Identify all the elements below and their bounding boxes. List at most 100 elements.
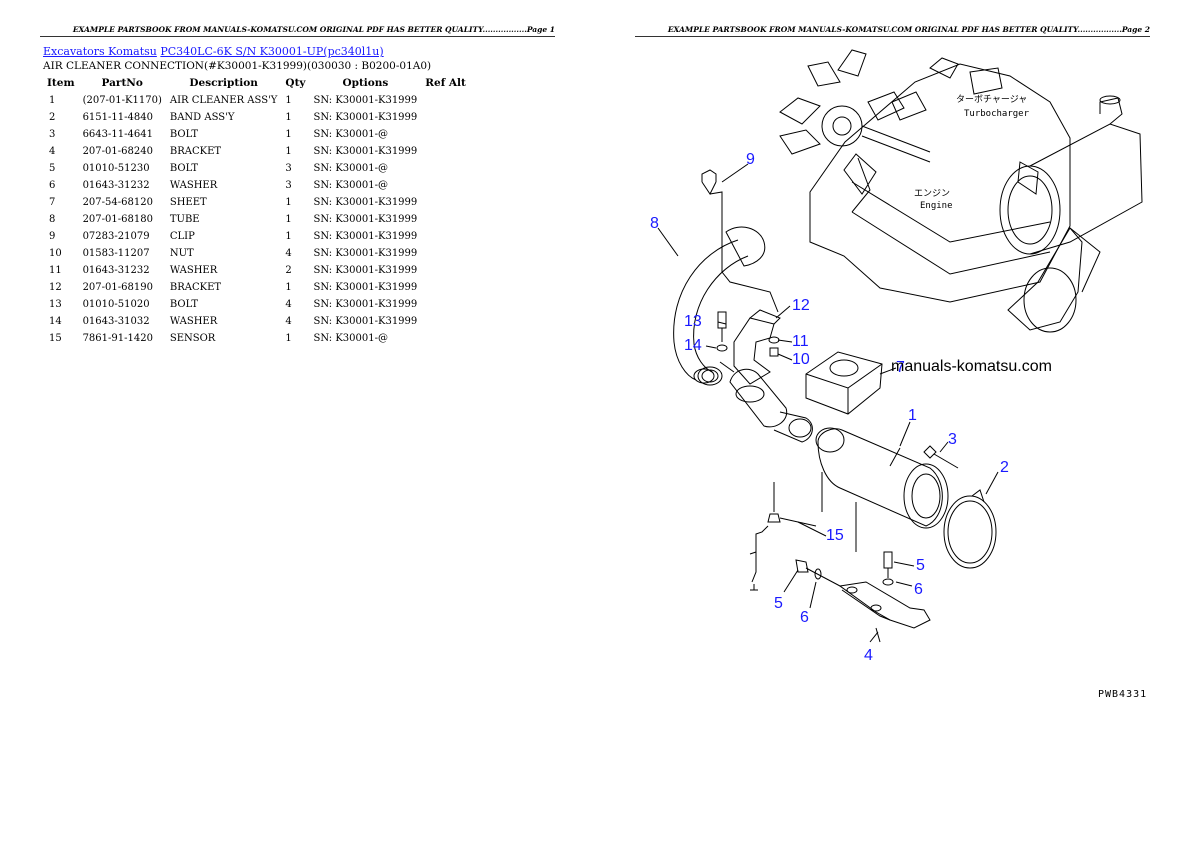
col-header-partno: PartNo [101,77,143,89]
callout-label: 6 [800,609,809,626]
callout-label: 15 [826,527,844,544]
cell-options: SN: K30001-K31999 [313,112,418,123]
cell-options: SN: K30001-K31999 [313,231,418,242]
col-header-item: Item [47,77,75,89]
callout-label: 9 [746,151,755,168]
cell-item: 7 [49,197,56,208]
cell-refalt [421,228,470,245]
cell-item: 12 [49,282,62,293]
cell-refalt [421,126,470,143]
engine-outline [809,57,1071,303]
cell-item: 11 [49,265,62,276]
cell-item: 8 [49,214,56,225]
cell-partno: 07283-21079 [82,231,150,242]
cell-options: SN: K30001-K31999 [313,299,418,310]
cell-qty: 4 [285,299,292,310]
section-title: AIR CLEANER CONNECTION(#K30001-K31999)(0… [43,60,432,72]
cell-refalt [421,279,470,296]
cell-options: SN: K30001-K31999 [313,95,418,106]
cell-options: SN: K30001-K31999 [313,282,418,293]
fan-icon [779,49,931,195]
cell-partno: 6151-11-4840 [82,112,153,123]
cell-partno: 207-01-68240 [82,146,153,157]
cell-partno: 01643-31232 [82,180,150,191]
cell-qty: 1 [285,112,292,123]
turbocharger-outline [999,95,1143,333]
cell-refalt [421,313,470,330]
cell-item: 2 [49,112,56,123]
cell-options: SN: K30001-@ [313,129,388,140]
callout-label: 13 [684,313,702,330]
cell-qty: 1 [285,333,292,344]
cell-partno: 6643-11-4641 [82,129,153,140]
hardware-small-icon [716,311,780,357]
col-header-description: Description [189,77,258,89]
turbo-label-en: Turbocharger [964,109,1030,119]
cell-options: SN: K30001-K31999 [313,214,418,225]
callout-label: 2 [1000,459,1009,476]
page-1: EXAMPLE PARTSBOOK FROM MANUALS-KOMATSU.C… [40,25,555,37]
sheet-icon [805,351,883,415]
cell-partno: 207-54-68120 [82,197,153,208]
cell-refalt [421,296,470,313]
col-header-qty: Qty [285,77,306,89]
cell-partno: 01583-11207 [82,248,150,259]
cell-options: SN: K30001-@ [313,163,388,174]
parts-diagram: ターボチャージャ Turbocharger エンジン Engine 981213… [650,49,1143,664]
cell-partno: 01643-31032 [82,316,150,327]
cell-refalt [421,330,470,347]
cell-partno: 7861-91-1420 [82,333,153,344]
cell-item: 5 [49,163,56,174]
cell-refalt [421,92,470,109]
cell-qty: 4 [285,248,292,259]
cell-options: SN: K30001-K31999 [313,316,418,327]
cell-partno: (207-01-K1170) [82,95,162,106]
cell-options: SN: K30001-K31999 [313,146,418,157]
cell-partno: 01010-51020 [82,299,150,310]
cell-qty: 4 [285,316,292,327]
cell-partno: 01643-31232 [82,265,150,276]
cell-item: 14 [49,316,62,327]
col-header-refalt: Ref Alt [425,77,466,89]
breadcrumb-link-excavators[interactable]: Excavators Komatsu [43,45,157,58]
cell-refalt [421,245,470,262]
cell-description: BRACKET [169,146,222,157]
cell-qty: 3 [285,180,292,191]
cell-description: CLIP [169,231,195,242]
cell-refalt [421,262,470,279]
cell-qty: 1 [285,214,292,225]
breadcrumb-link-model[interactable]: PC340LC-6K S/N K30001-UP(pc340l1u) [160,45,384,58]
engine-label-jp: エンジン [914,189,950,199]
callout-label: 7 [896,359,905,376]
cell-item: 13 [49,299,62,310]
cell-description: BOLT [169,129,199,140]
engine-label-en: Engine [920,201,953,211]
parts-table: Item PartNo Description Qty Options Ref … [43,75,470,347]
cell-item: 3 [49,129,56,140]
bracket-icon [733,309,781,385]
cell-description: BOLT [169,299,199,310]
figure-code: PWB4331 [1098,689,1148,700]
col-header-options: Options [342,77,389,89]
bolt-icon [923,445,959,469]
cell-qty: 2 [285,265,292,276]
cell-qty: 3 [285,163,292,174]
cell-partno: 207-01-68180 [82,214,153,225]
cell-qty: 1 [285,197,292,208]
cell-refalt [421,194,470,211]
cell-item: 10 [49,248,62,259]
page-2: EXAMPLE PARTSBOOK FROM MANUALS-KOMATSU.C… [595,0,1190,842]
callout-label: 3 [948,431,957,448]
callout-label: 4 [864,647,873,664]
cell-qty: 1 [285,95,292,106]
sensor-icon [749,482,817,591]
